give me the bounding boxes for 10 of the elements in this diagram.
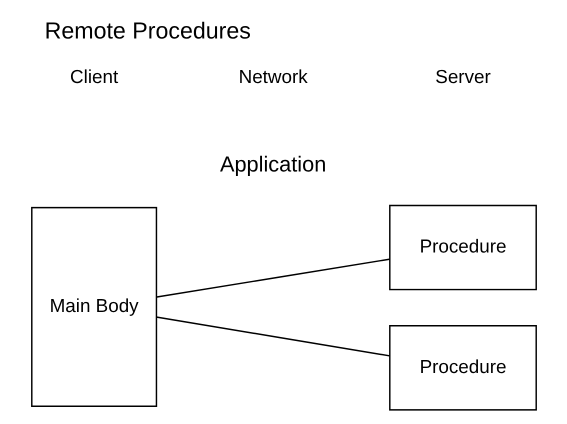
- label: Application: [219, 151, 326, 176]
- connector: [156, 316, 390, 357]
- diagram-title: Remote Procedures: [44, 18, 250, 44]
- label: Network: [238, 66, 308, 87]
- label: Client: [70, 66, 118, 87]
- label: Server: [434, 66, 490, 87]
- node-box: Procedure: [388, 325, 536, 411]
- node-box: Main Body: [30, 206, 157, 407]
- node-box: Procedure: [388, 204, 536, 290]
- connector: [156, 258, 390, 298]
